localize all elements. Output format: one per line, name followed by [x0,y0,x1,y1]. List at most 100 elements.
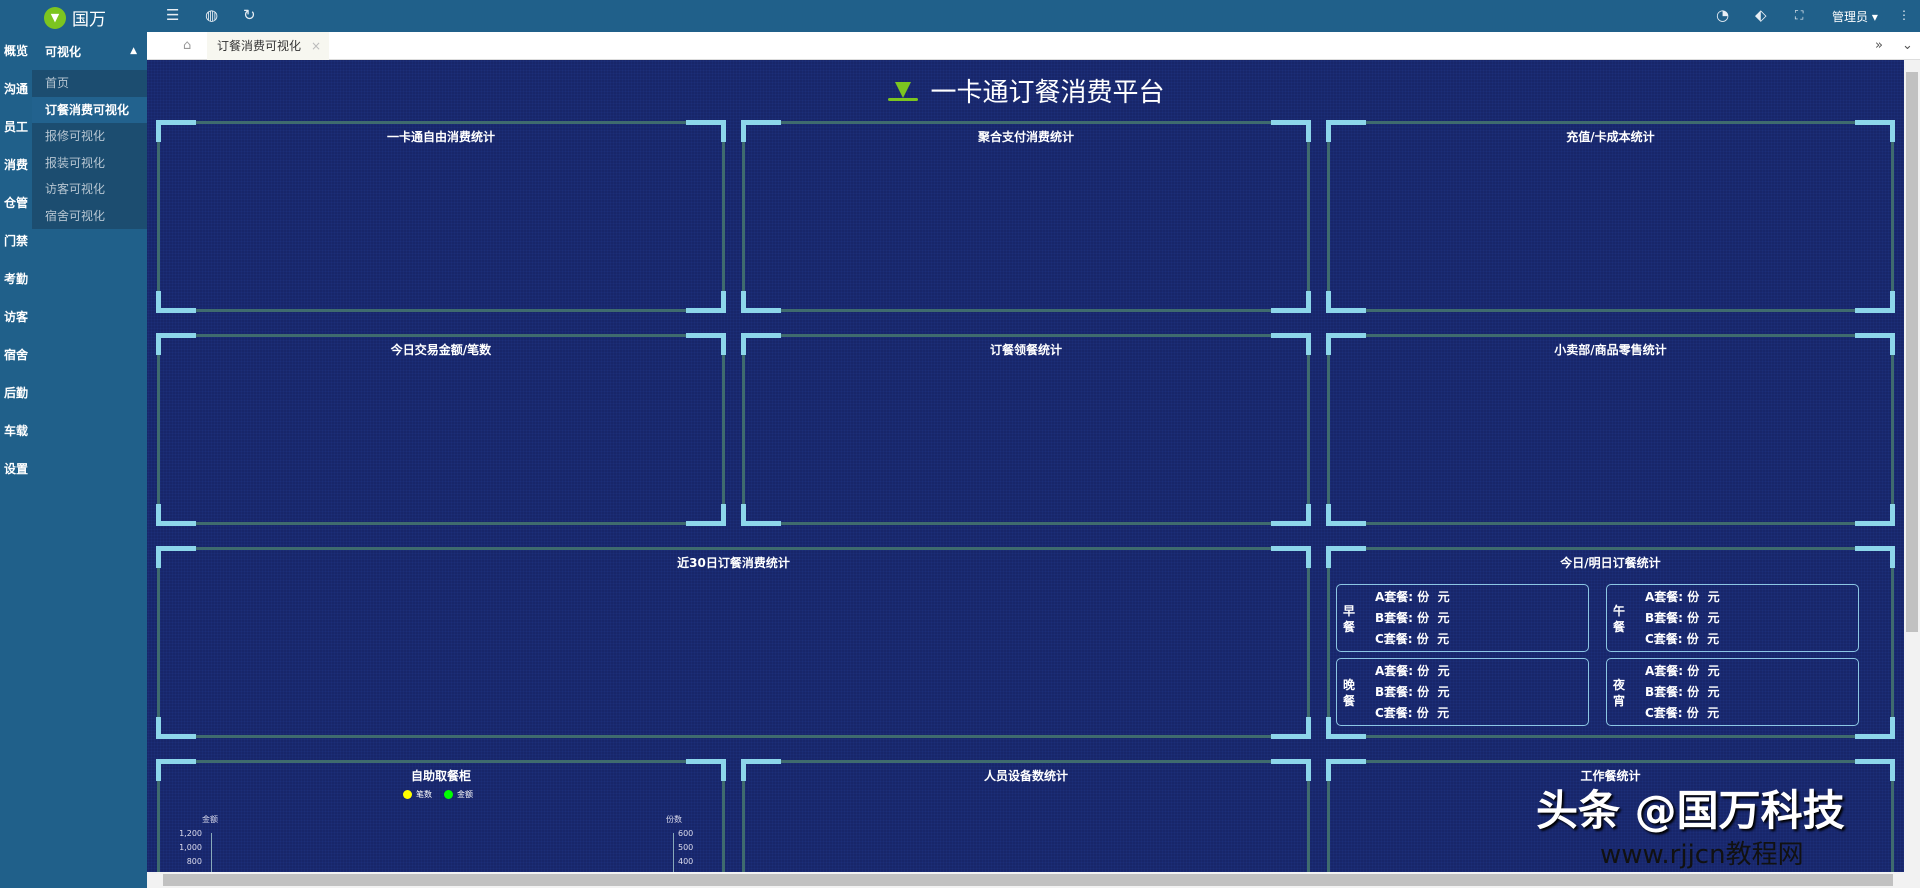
side-menu: 可视化▲ 首页订餐消费可视化报修可视化报装可视化访客可视化宿舍可视化 [32,32,147,888]
panel-title: 聚合支付消费统计 [977,130,1074,144]
submenu-item[interactable]: 报装可视化 [45,155,106,170]
submenu-item[interactable]: 宿舍可视化 [45,208,106,223]
panel: 工作餐统计 [1326,759,1895,872]
top-bar: ▼ 国万 ☰ ◍ ↻ ◔ ⬖ ⛶ 管理员 ▾ ⋮ [0,0,1920,32]
legend-label: 笔数 [416,790,432,799]
corner-decoration [741,759,781,781]
page-title-text: 一卡通订餐消费平台 [930,78,1165,108]
corner-decoration [741,504,781,526]
corner-decoration [686,504,726,526]
globe-icon[interactable]: ◍ [205,6,219,24]
meal-line: C套餐: 份 元 [1645,632,1720,646]
vertical-scrollbar[interactable] [1904,60,1920,872]
legend-dot [403,790,412,799]
palette-icon[interactable]: ◔ [1716,6,1730,24]
corner-decoration [1855,504,1895,526]
y-tick-left: 800 [186,857,202,866]
watermark: 头条 @国万科技 [1536,786,1845,835]
logo-text: 国万 [72,10,106,30]
meal-name: 早餐 [1343,604,1356,634]
module-rail: 概览沟通员工消费仓管门禁考勤访客宿舍后勤车载设置 [0,32,32,888]
corner-decoration [156,120,196,142]
corner-decoration [741,333,781,355]
submenu-item[interactable]: 订餐消费可视化 [32,96,147,123]
legend-label: 金额 [457,790,473,799]
corner-decoration [1271,333,1311,355]
watermark-url: www.rjjcn教程网 [1600,840,1804,870]
corner-decoration [156,759,196,781]
corner-decoration [1271,291,1311,313]
fullscreen-icon[interactable]: ⛶ [1795,8,1804,22]
meal-line: B套餐: 份 元 [1645,685,1720,699]
submenu-item[interactable]: 首页 [45,76,70,90]
menu-group-label: 可视化 [45,44,82,59]
rail-item[interactable]: 沟通 [4,82,29,96]
rail-item[interactable]: 概览 [4,44,29,58]
panel-title: 小卖部/商品零售统计 [1554,343,1667,357]
rail-item[interactable]: 消费 [4,158,29,172]
rail-item[interactable]: 考勤 [4,272,29,286]
rail-item[interactable]: 设置 [4,462,29,476]
y-axis-right-line [673,833,674,872]
corner-decoration [1855,546,1895,568]
meal-line: C套餐: 份 元 [1645,706,1720,720]
corner-decoration [156,717,196,739]
panel-title: 一卡通自由消费统计 [386,130,495,144]
corner-decoration [1271,546,1311,568]
user-menu[interactable]: 管理员 ▾ [1832,10,1878,24]
rail-item[interactable]: 门禁 [4,234,29,248]
submenu: 首页订餐消费可视化报修可视化报装可视化访客可视化宿舍可视化 [32,70,147,229]
tab-bar: ⌂ 订餐消费可视化 × » ⌄ [147,32,1920,60]
panel-title: 工作餐统计 [1580,769,1641,783]
corner-decoration [1855,717,1895,739]
dashboard: 一卡通订餐消费平台 一卡通自由消费统计聚合支付消费统计充值/卡成本统计今日交易金… [147,60,1904,872]
refresh-icon[interactable]: ↻ [243,6,256,24]
meal-line: A套餐: 份 元 [1645,590,1720,604]
corner-decoration [1855,759,1895,781]
y-axis-left-line [211,833,212,872]
scroll-tabs-icon[interactable]: » [1875,38,1883,53]
rail-item[interactable]: 员工 [4,120,29,134]
rail-item[interactable]: 宿舍 [4,348,29,362]
corner-decoration [1855,291,1895,313]
panel: 近30日订餐消费统计 [156,546,1311,739]
submenu-item[interactable]: 访客可视化 [45,182,106,196]
corner-decoration [1271,717,1311,739]
more-icon[interactable]: ⋮ [1898,8,1910,22]
gw-logo-icon: ▼ [44,6,66,29]
tag-icon[interactable]: ⬖ [1755,6,1767,24]
rail-item[interactable]: 车载 [4,424,29,438]
panel-title: 今日/明日订餐统计 [1560,556,1661,570]
horizontal-scrollbar[interactable] [147,872,1920,888]
legend-item[interactable]: 金额 [444,789,473,800]
corner-decoration [741,120,781,142]
home-icon[interactable]: ⌂ [183,38,192,53]
legend-item[interactable]: 笔数 [403,789,432,800]
rail-item[interactable]: 访客 [4,310,29,324]
rail-item[interactable]: 后勤 [4,386,29,400]
corner-decoration [1326,717,1366,739]
submenu-item[interactable]: 报修可视化 [45,129,106,143]
corner-decoration [1326,546,1366,568]
chevron-down-icon[interactable]: ⌄ [1902,38,1913,53]
tab-order-visualization[interactable]: 订餐消费可视化 × [207,32,330,60]
rail-item[interactable]: 仓管 [4,196,29,210]
y-tick-left: 1,000 [179,843,202,852]
corner-decoration [156,504,196,526]
panel-title: 人员设备数统计 [983,769,1068,783]
legend-dot [444,790,453,799]
tab-label: 订餐消费可视化 [217,39,302,53]
corner-decoration [686,759,726,781]
panel: 聚合支付消费统计 [741,120,1311,313]
menu-group-visualization[interactable]: 可视化▲ [32,32,147,70]
panel: 充值/卡成本统计 [1326,120,1895,313]
menu-toggle-icon[interactable]: ☰ [166,6,180,24]
panel-title: 订餐领餐统计 [989,343,1062,357]
close-icon[interactable]: × [311,39,322,53]
meal-line: A套餐: 份 元 [1645,664,1720,678]
